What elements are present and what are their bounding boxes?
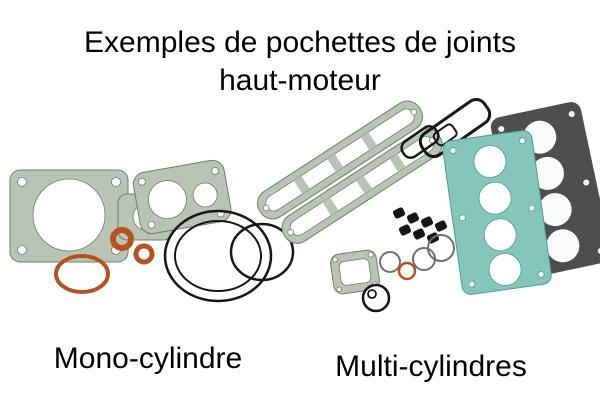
caption-mono-cylindre: Mono-cylindre [53, 342, 243, 375]
o-ring-orange [133, 243, 155, 265]
cam-cover-gasket-back [257, 100, 423, 220]
o-ring [427, 234, 455, 262]
cylinder-bore-hole [478, 181, 512, 215]
gasket-strip-black [400, 125, 440, 159]
cylinder-bore-hole [538, 193, 572, 227]
o-ring [379, 251, 401, 273]
mono-cylinder-kit [9, 159, 295, 303]
cylinder-bore-hole [473, 145, 507, 178]
cylinder-bore-hole [488, 253, 522, 286]
page-title: Exemples de pochettes de joints haut-mote… [0, 24, 600, 100]
cylinder-bore-hole [546, 229, 580, 263]
o-ring [412, 247, 436, 271]
medium-o-ring [229, 222, 295, 282]
o-ring-orange [110, 227, 134, 251]
title-line2: haut-moteur [219, 64, 381, 98]
cylinder-bore-hole [32, 178, 106, 252]
large-o-ring-outer [163, 209, 273, 303]
head-gasket-teal [442, 130, 552, 295]
exhaust-gasket-orange [54, 254, 110, 294]
small-cover-gasket [330, 249, 380, 295]
caption-multi-cylindres: Multi-cylindres [335, 350, 527, 383]
cam-cover-gasket-front [281, 128, 443, 244]
o-ring-orange [397, 261, 417, 281]
valve-stem-seals [392, 207, 448, 244]
large-o-ring-inner [174, 220, 262, 292]
seal-ring-black [361, 283, 391, 313]
cylinder-bore-hole [530, 156, 564, 190]
multi-cylinder-kit [257, 97, 600, 313]
cylinder-bore-hole [483, 218, 517, 252]
rocker-cover-gasket [132, 159, 232, 235]
title-line1: Exemples de pochettes de joints [84, 26, 516, 60]
